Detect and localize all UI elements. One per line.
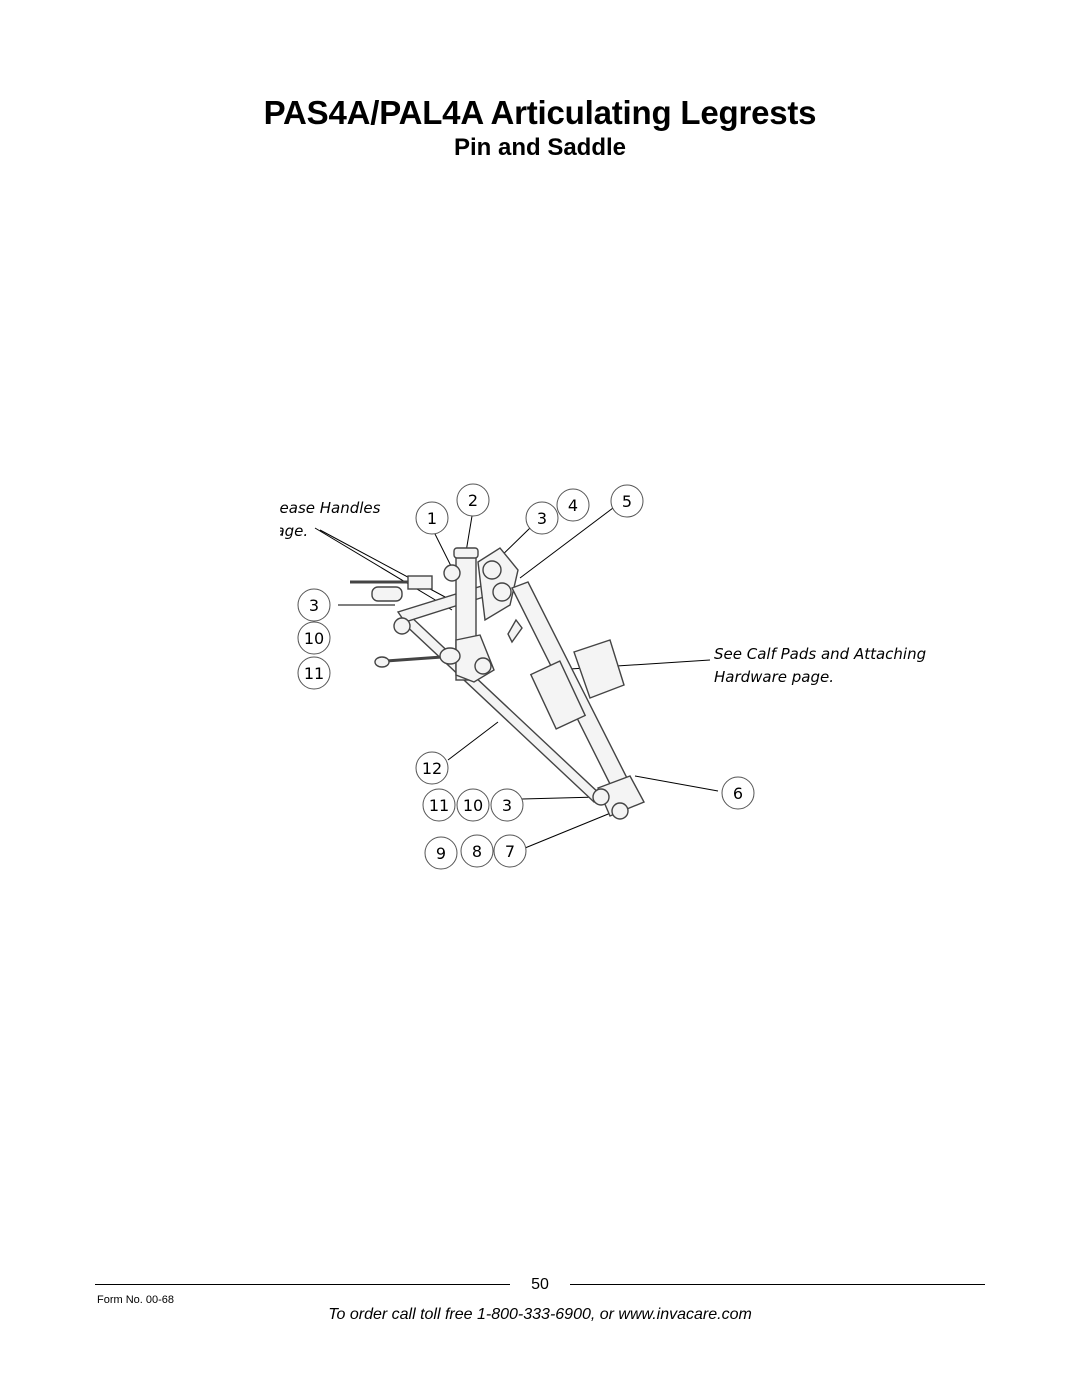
label-circle-10b (456, 788, 490, 822)
leader-lines (314, 507, 719, 849)
label-5: 5 (622, 492, 632, 511)
label-11: 11 (304, 664, 324, 683)
label-circle-6 (721, 776, 755, 810)
label-circle-3c (490, 788, 524, 822)
label-circle-2 (456, 483, 490, 517)
label-3b: 3 (309, 596, 319, 615)
footer-rule-right (570, 1284, 985, 1285)
label-8: 8 (472, 842, 482, 861)
label-7: 7 (505, 842, 515, 861)
label-circle-4 (556, 488, 590, 522)
label-circle-10 (297, 621, 331, 655)
page-title: PAS4A/PAL4A Articulating Legrests (263, 94, 817, 131)
label-circle-3b (297, 588, 331, 622)
callout-release-handles-line2: and Ratchets page. (280, 522, 308, 540)
callout-calf-pads-line2: Hardware page. (714, 668, 834, 686)
label-circle-12 (415, 751, 449, 785)
callout-release-handles-line1: See Legrest Release Handles (280, 499, 381, 517)
label-circle-11 (297, 656, 331, 690)
label-2: 2 (468, 491, 478, 510)
label-3: 3 (537, 509, 547, 528)
footer-rule-left (95, 1284, 510, 1285)
label-10b: 10 (463, 796, 483, 815)
label-circle-7 (493, 834, 527, 868)
label-circle-1 (415, 501, 449, 535)
label-12: 12 (422, 759, 442, 778)
label-circle-3 (525, 501, 559, 535)
label-1: 1 (427, 509, 437, 528)
assembly-drawing (350, 547, 645, 820)
label-11b: 11 (429, 796, 449, 815)
label-circle-11b (422, 788, 456, 822)
label-4: 4 (568, 496, 578, 515)
label-circle-9 (424, 836, 458, 870)
label-9: 9 (436, 844, 446, 863)
legrest-exploded-diagram: See Legrest Release Handles and Ratchets… (280, 470, 940, 890)
callout-calf-pads-line1: See Calf Pads and Attaching (714, 645, 926, 663)
label-circle-8 (460, 834, 494, 868)
label-10: 10 (304, 629, 324, 648)
label-circle-5 (610, 484, 644, 518)
order-info: To order call toll free 1-800-333-6900, … (328, 1306, 752, 1323)
page-subtitle: Pin and Saddle (453, 134, 627, 161)
label-3c: 3 (502, 796, 512, 815)
page-number: 50 (531, 1276, 549, 1293)
form-number: Form No. 00-68 (97, 1294, 175, 1306)
label-6: 6 (733, 784, 743, 803)
